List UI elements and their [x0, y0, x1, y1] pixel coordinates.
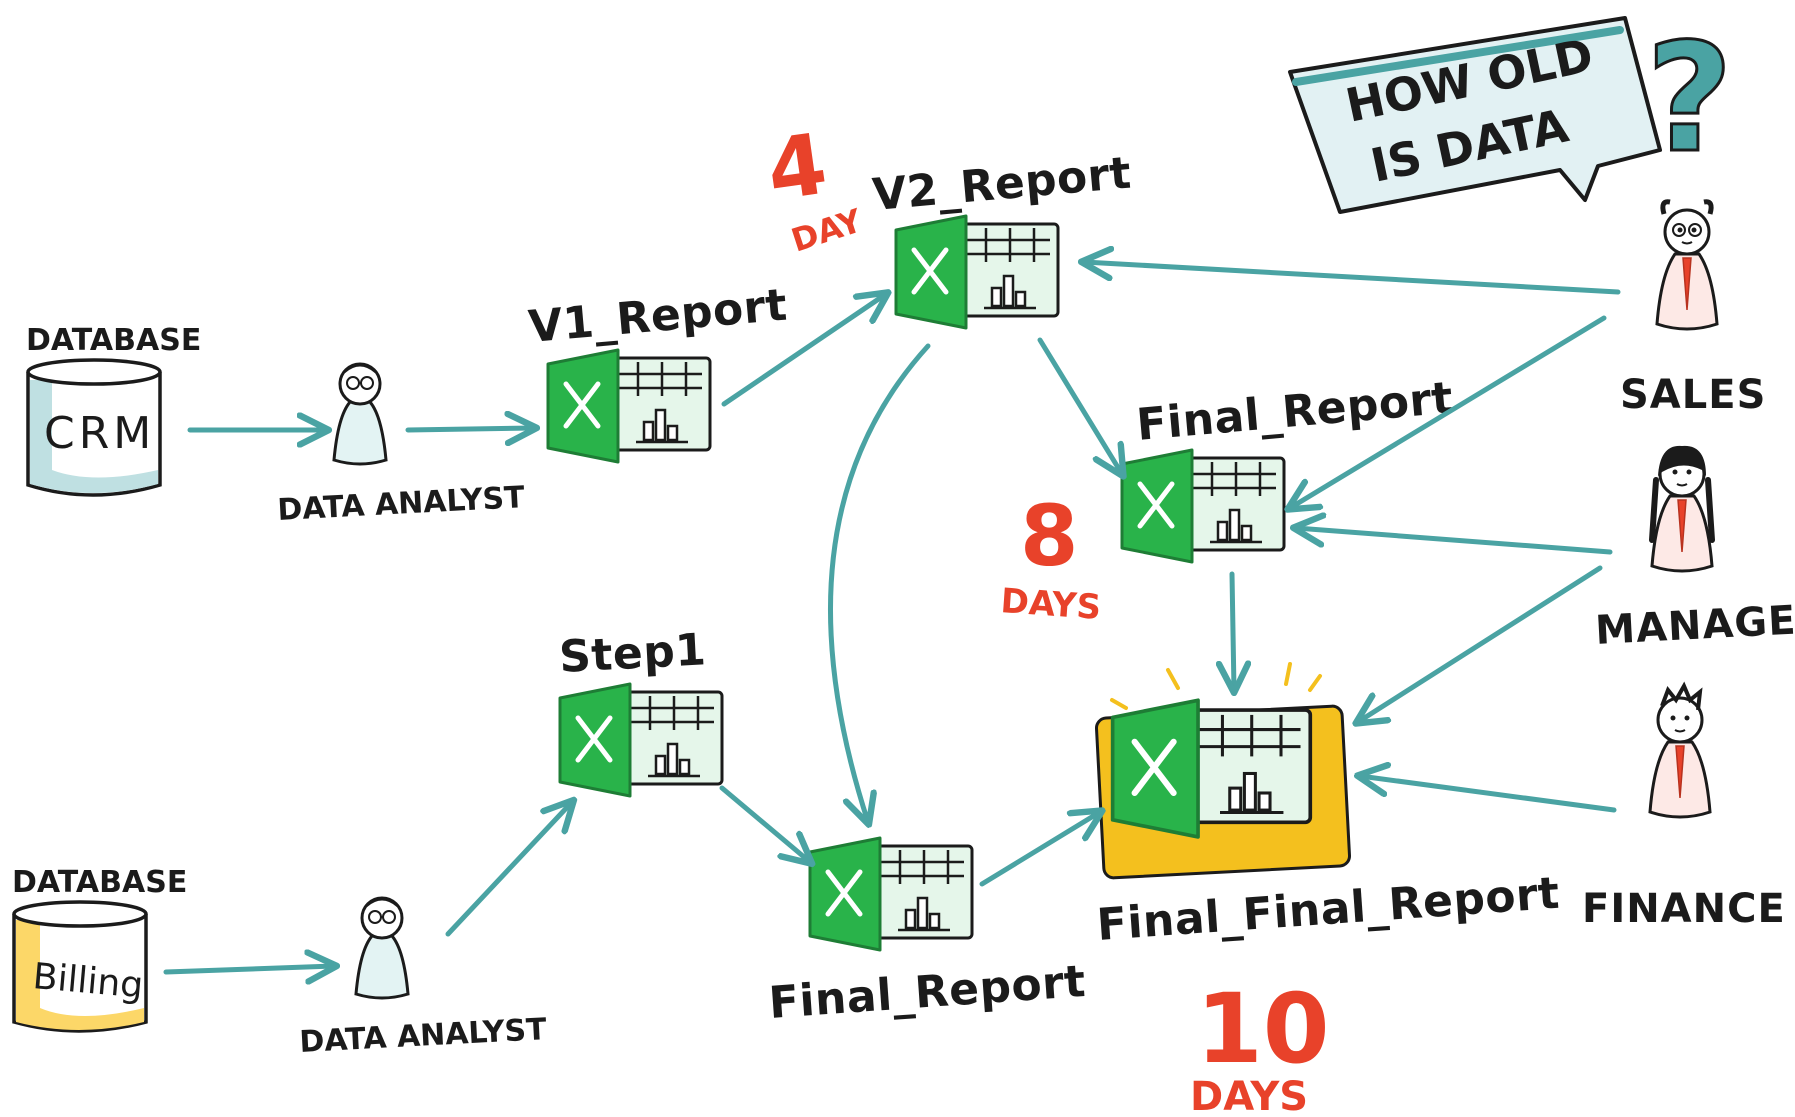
duration-8-number: 8	[1020, 487, 1078, 585]
arrow-step1-to-final-low	[719, 785, 810, 862]
database-cylinder-icon	[26, 358, 162, 497]
duration-10-number: 10	[1196, 973, 1330, 1085]
duration-4-day: 4 DAY	[761, 115, 867, 260]
report-step1: Step1	[558, 624, 722, 796]
excel-spreadsheet-icon	[560, 684, 722, 796]
report-v2: V2_Report	[871, 148, 1134, 328]
report-final-low-label: Final_Report	[767, 956, 1087, 1029]
arrow-sales-to-v2	[1084, 262, 1621, 295]
hair-icon	[1658, 445, 1706, 476]
arrow-manager-to-final-mid	[1296, 528, 1613, 555]
person-icon	[332, 362, 388, 466]
duration-8-days: 8 DAYS	[999, 487, 1102, 628]
excel-spreadsheet-icon	[548, 350, 710, 462]
arrow-analyst-to-v1	[405, 428, 534, 430]
how-old-is-data-callout: HOW OLD IS DATA	[1288, 16, 1662, 214]
role-manager: MANAGER	[1594, 445, 1795, 654]
report-v1: V1_Report	[527, 280, 790, 462]
sparkle-icon	[1110, 662, 1322, 710]
duration-10-unit: DAYS	[1190, 1074, 1308, 1117]
report-final-low: Final_Report	[767, 838, 1087, 1029]
billing-database-caption: DATABASE	[12, 865, 187, 900]
role-finance: FINANCE	[1582, 681, 1786, 932]
arrow-v2-to-final-low	[828, 343, 931, 822]
role-manager-label: MANAGER	[1594, 596, 1795, 654]
data-analyst-top-label: DATA ANALYST	[277, 480, 526, 528]
excel-spreadsheet-icon	[1113, 700, 1311, 837]
report-final-final-label: Final_Final_Report	[1095, 868, 1561, 951]
hair-icon	[1660, 199, 1714, 215]
crm-database-caption: DATABASE	[26, 323, 201, 358]
data-analyst-top: DATA ANALYST	[277, 362, 526, 528]
excel-spreadsheet-icon	[1122, 450, 1284, 562]
person-icon	[1648, 696, 1712, 819]
arrow-v2-to-final-mid	[1037, 337, 1122, 474]
excel-spreadsheet-icon	[896, 216, 1058, 328]
arrow-finance-to-final-final	[1360, 776, 1617, 813]
arrow-v1-to-v2	[721, 294, 886, 407]
crm-database: DATABASE CRM	[26, 323, 201, 497]
flow-arrows	[163, 262, 1621, 972]
arrow-manager-to-final-final	[1358, 565, 1603, 722]
report-final-final: Final_Final_Report	[1094, 662, 1561, 951]
question-mark-icon: ?	[1646, 12, 1733, 186]
duration-10-days: 10 DAYS	[1190, 973, 1330, 1117]
report-v2-label: V2_Report	[871, 148, 1134, 221]
person-icon	[1655, 208, 1719, 331]
arrow-billing-to-analyst	[163, 966, 334, 972]
arrow-sales-to-final-mid	[1290, 315, 1607, 508]
role-finance-label: FINANCE	[1582, 886, 1786, 932]
role-sales: SALES	[1620, 199, 1766, 418]
excel-spreadsheet-icon	[810, 838, 972, 950]
person-icon	[354, 896, 410, 1000]
report-step1-label: Step1	[558, 624, 708, 683]
arrow-final-low-to-final-final	[979, 812, 1100, 887]
glasses-icon	[1672, 223, 1702, 237]
report-final-mid: Final_Report	[1122, 372, 1455, 562]
arrow-analyst-to-step1	[445, 802, 572, 937]
billing-database-name: Billing	[31, 956, 145, 1006]
billing-database: DATABASE Billing	[12, 865, 187, 1033]
database-cylinder-icon	[12, 900, 148, 1033]
hair-icon	[1660, 681, 1703, 711]
crm-database-name: CRM	[44, 408, 155, 459]
data-analyst-bottom: DATA ANALYST	[299, 896, 548, 1060]
duration-8-unit: DAYS	[999, 581, 1102, 628]
arrow-final-mid-to-final-final	[1232, 571, 1234, 690]
data-analyst-bottom-label: DATA ANALYST	[299, 1012, 548, 1060]
report-v1-label: V1_Report	[527, 280, 790, 353]
role-sales-label: SALES	[1620, 372, 1766, 418]
duration-4-number: 4	[761, 115, 833, 220]
